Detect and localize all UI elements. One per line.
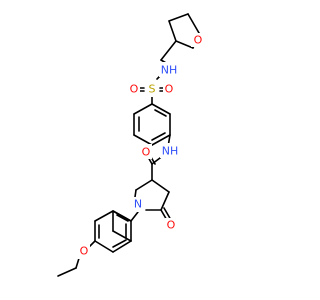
sulfur-label: S — [149, 83, 156, 96]
lactam-oxygen-label: O — [167, 219, 176, 232]
bond — [133, 134, 153, 146]
bond — [160, 191, 170, 211]
atom-labels: O NH S O O NH O N O O — [80, 34, 203, 258]
label-bg — [78, 244, 90, 259]
label-bg — [128, 82, 140, 97]
bond — [94, 210, 114, 222]
bond — [151, 179, 170, 193]
label-bg — [159, 62, 179, 77]
bond — [112, 240, 132, 253]
label-bg — [145, 82, 159, 97]
atom-label-backgrounds — [78, 33, 205, 259]
label-bg — [165, 218, 177, 233]
bond — [133, 103, 153, 115]
sulfonyl-oxygen-left-label: O — [130, 83, 139, 96]
label-bg — [163, 82, 175, 97]
bond — [116, 214, 129, 222]
bond — [135, 179, 153, 191]
bond — [112, 239, 127, 248]
bond — [187, 13, 200, 34]
bond — [57, 267, 77, 277]
bond — [151, 134, 171, 146]
label-bg — [140, 144, 152, 159]
ring-nitrogen-label: N — [134, 198, 142, 211]
bond — [130, 211, 139, 222]
sulfonyl-oxygen-right-label: O — [165, 83, 174, 96]
label-bg — [132, 197, 144, 212]
molecule-structure-diagram: O NH S O O NH O N O O — [57, 13, 205, 277]
label-bg — [191, 33, 205, 47]
thf-oxygen-label: O — [194, 34, 203, 47]
sulfonamide-nh-label: NH — [161, 64, 178, 77]
bond — [168, 20, 177, 42]
bond — [154, 109, 167, 117]
bond — [151, 132, 166, 141]
bond — [112, 210, 132, 222]
bond — [94, 240, 114, 253]
ether-oxygen-label: O — [80, 245, 89, 258]
bond — [160, 40, 177, 61]
bond — [112, 230, 132, 242]
bond — [168, 13, 189, 22]
bond — [175, 40, 194, 49]
amide-oxygen-label: O — [142, 146, 151, 159]
amide-nh-label: NH — [162, 145, 179, 158]
label-bg — [160, 143, 180, 158]
bond — [151, 103, 171, 115]
